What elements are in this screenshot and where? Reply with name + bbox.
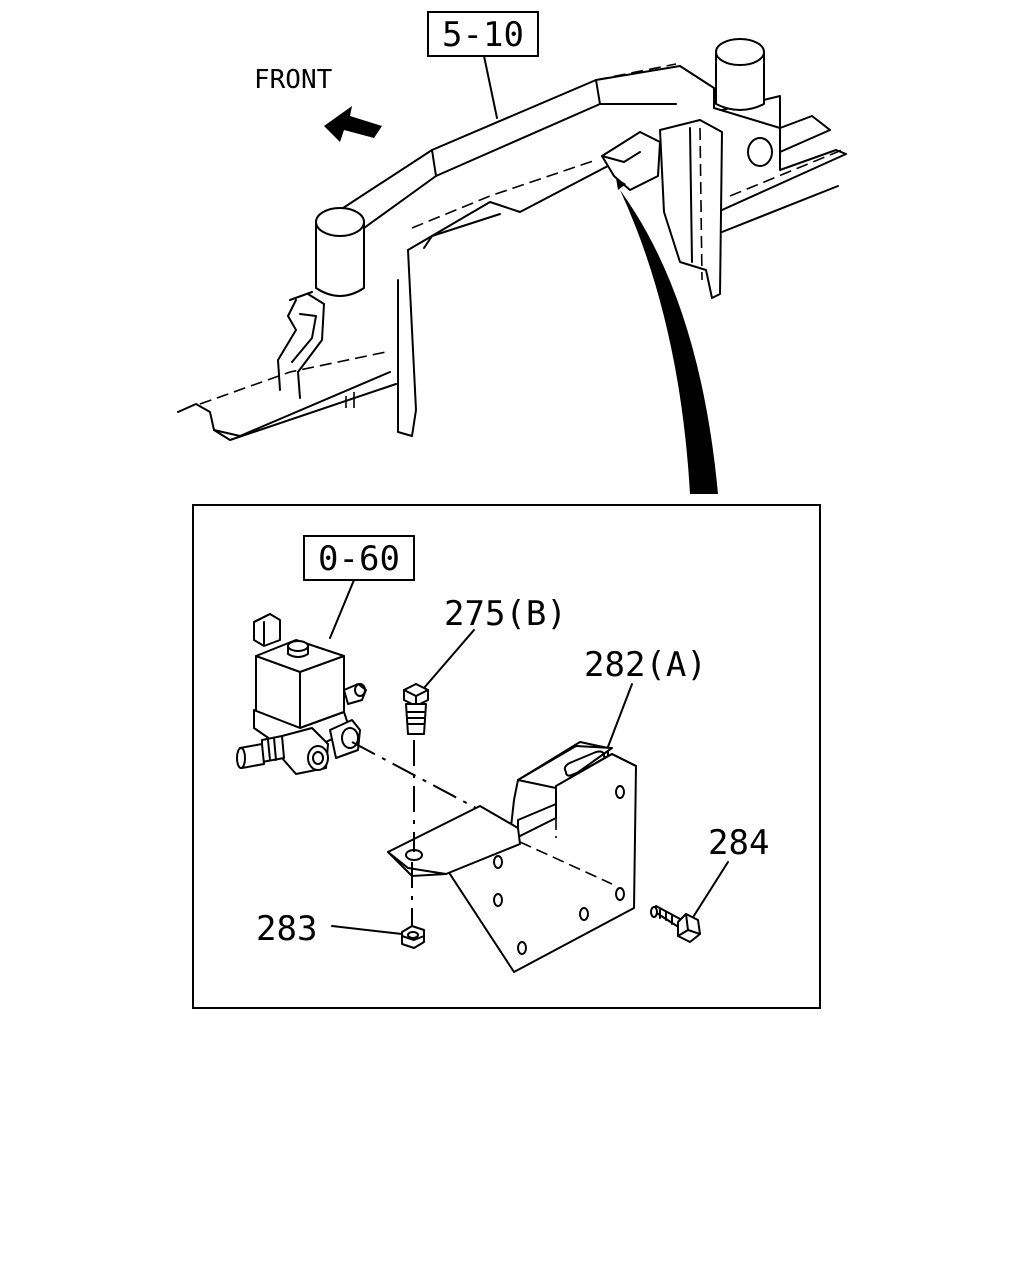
right-upright-edge [689, 127, 693, 263]
part-283-leader [331, 925, 403, 935]
mount-location-marker [616, 178, 626, 190]
cross-member-front-edge [363, 103, 677, 229]
bracket-282 [387, 741, 637, 973]
right-cylinder [715, 38, 765, 111]
cross-member-hidden-top [595, 63, 677, 81]
front-label: FRONT [254, 65, 333, 95]
left-leg [397, 249, 417, 437]
left-leg-inner [423, 213, 501, 249]
cross-member-hidden-lower [411, 159, 597, 229]
part-284-label: 284 [708, 823, 769, 863]
right-rail-c [721, 185, 839, 233]
solenoid-valve [236, 613, 367, 775]
arrow-left-icon [324, 106, 382, 142]
left-mount-inner [291, 313, 317, 363]
part-275-leader [423, 629, 475, 689]
ref-frame-label: 5-10 [442, 15, 524, 55]
right-rail-b [779, 115, 831, 153]
cross-member-top [339, 65, 715, 211]
beam-mount-plate [601, 131, 661, 191]
nut-283 [401, 925, 425, 949]
left-rail-lower [213, 383, 397, 441]
part-282-leader [605, 683, 633, 753]
left-cylinder [315, 207, 365, 297]
chassis-frame-illustration: 5-10 FRONT [177, 11, 847, 494]
left-mount [277, 291, 325, 399]
part-284-leader [689, 861, 729, 923]
cross-member-edge-a [431, 149, 437, 177]
bolt-284 [650, 905, 701, 943]
beam-mount-fold [601, 151, 641, 163]
detail-view: 0-60 [236, 535, 769, 973]
ref-box-frame [427, 11, 539, 57]
detail-frame [192, 504, 821, 1009]
right-tower-hole [747, 137, 773, 167]
right-upright-hidden [699, 127, 703, 281]
part-283-label: 283 [256, 909, 317, 949]
part-275-label: 275(B) [444, 594, 567, 634]
left-rail-hidden [199, 351, 387, 405]
cross-member-edge-b [595, 79, 601, 105]
left-rail [177, 371, 391, 437]
right-rail-hidden [729, 149, 843, 197]
right-rail [713, 87, 847, 211]
part-282-label: 282(A) [584, 645, 707, 685]
bolt-275 [403, 683, 429, 735]
ref-valve-label: 0-60 [318, 539, 400, 579]
ref-box-valve [303, 535, 415, 581]
ref-valve-leader [329, 579, 355, 639]
ref-frame-leader [483, 55, 498, 119]
detail-callout-wedge [620, 190, 718, 494]
